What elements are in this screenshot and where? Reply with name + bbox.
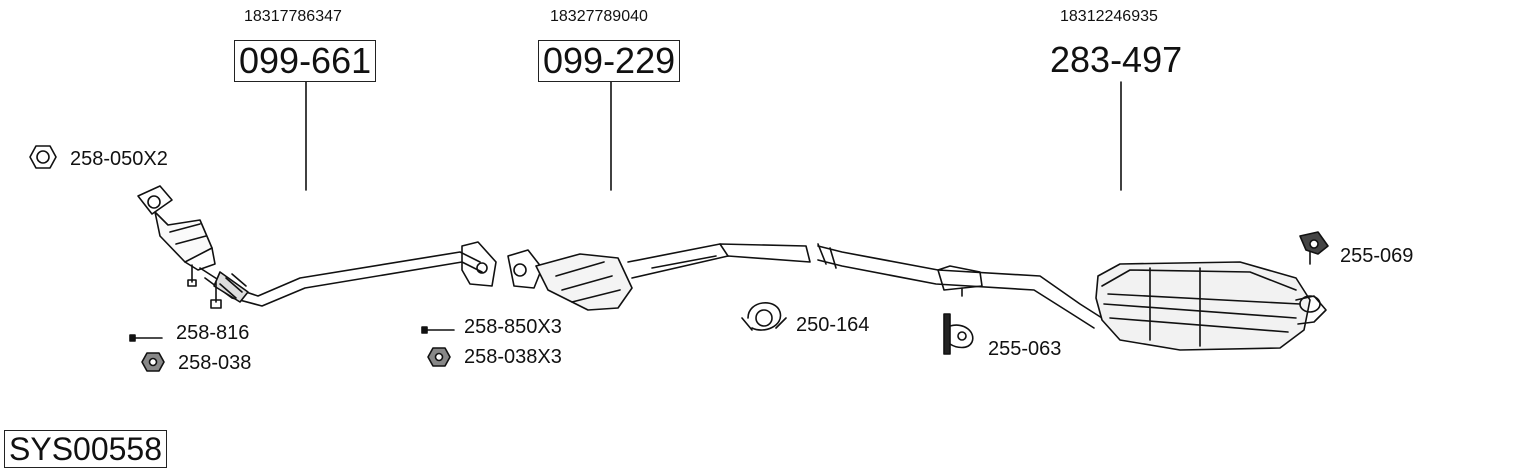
clamp-icon	[741, 302, 787, 331]
hanger-icon-rear	[1299, 231, 1329, 265]
front-pipe-drawing	[137, 185, 497, 309]
hardware-label-bolt-mid: 258-850X3	[464, 316, 562, 338]
locknut-icon-mid	[427, 347, 451, 367]
oem-number-2: 18327789040	[550, 8, 648, 25]
hardware-label-hanger-mid: 255-063	[988, 338, 1062, 360]
middle-pipe-drawing	[507, 243, 811, 311]
hardware-label-nut-front: 258-050X2	[70, 148, 168, 170]
hardware-label-clamp: 250-164	[796, 314, 870, 336]
rear-muffler-drawing	[817, 243, 1327, 351]
hardware-label-locknut-mid: 258-038X3	[464, 346, 562, 368]
oem-number-1: 18317786347	[244, 8, 342, 25]
bolt-icon-mid	[421, 326, 455, 334]
hardware-label-bolt-front: 258-816	[176, 322, 250, 344]
hardware-label-locknut-front: 258-038	[178, 352, 252, 374]
bolt-icon-front	[129, 334, 163, 342]
oem-number-3: 18312246935	[1060, 8, 1158, 25]
part-number-rear-muffler: 283-497	[1050, 39, 1183, 80]
locknut-icon-front	[141, 352, 165, 372]
system-code: SYS00558	[4, 430, 168, 468]
part-number-front-pipe: 099-661	[234, 40, 377, 82]
hardware-label-hanger-rear: 255-069	[1340, 245, 1414, 267]
hex-nut-icon	[29, 145, 57, 169]
hanger-icon-mid	[943, 313, 974, 355]
part-number-middle-pipe: 099-229	[538, 40, 681, 82]
